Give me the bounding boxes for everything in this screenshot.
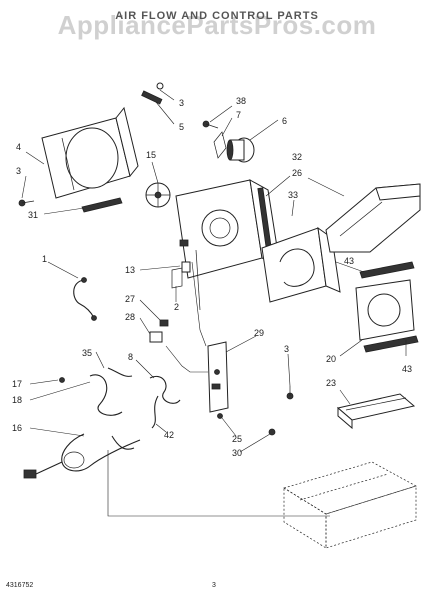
callout-13: 13 [125,265,135,275]
power-cord-16 [23,433,141,479]
wire-18 [89,374,123,416]
motor-6 [226,137,255,163]
left-side-panel [41,106,139,199]
screw-3-right [286,386,294,400]
screw-25 [217,413,223,419]
callout-23: 23 [326,378,336,388]
screw-38 [202,120,219,129]
callout-32: 32 [292,152,302,162]
callout-3-left: 3 [16,166,21,176]
callout-5: 5 [179,122,184,132]
callout-30: 30 [232,448,242,458]
callout-3-right: 3 [284,344,289,354]
base-unit [283,461,417,549]
strip-31 [81,197,123,213]
air-duct-26 [325,183,421,253]
callout-7: 7 [236,110,241,120]
callout-33: 33 [288,190,298,200]
page-title: AIR FLOW AND CONTROL PARTS [115,10,319,22]
callout-16: 16 [12,423,22,433]
callout-8: 8 [128,352,133,362]
wiring-8 [149,375,181,404]
callout-43-top: 43 [344,256,354,266]
fan-blade-15 [145,182,171,208]
bracket-7 [213,131,227,159]
callout-43-bottom: 43 [402,364,412,374]
callout-42: 42 [164,430,174,440]
scroll-housing-33 [261,226,341,303]
callout-15: 15 [146,150,156,160]
callout-6: 6 [282,116,287,126]
panel-20 [355,279,415,341]
wire-35 [107,367,133,377]
callout-18: 18 [12,395,22,405]
callout-38: 38 [236,96,246,106]
document-number: 4316752 [6,582,34,589]
page-number: 3 [212,582,216,589]
connector-17 [59,377,65,383]
cord-bundle [111,435,135,450]
wire-harness-1 [73,279,95,319]
watermark: AppliancePartsPros.com [57,10,377,40]
callout-4: 4 [16,142,21,152]
screw-3-left [18,199,35,207]
callout-35: 35 [82,348,92,358]
callout-29: 29 [254,328,264,338]
part-13-block [181,261,191,273]
callout-28: 28 [125,312,135,322]
callout-25: 25 [232,434,242,444]
callout-17: 17 [12,379,22,389]
spring-5 [141,82,164,105]
screw-30 [268,428,276,436]
callout-3-top: 3 [179,98,184,108]
part-27 [159,319,169,327]
callout-1: 1 [42,254,47,264]
callout-26: 26 [292,168,302,178]
switch-28 [149,331,163,343]
part-2-bracket [171,267,183,289]
callout-2: 2 [174,302,179,312]
tray-23 [336,393,416,430]
strip-43-top [359,261,415,279]
callout-20: 20 [326,354,336,364]
strip-43-bottom [363,335,419,353]
control-bracket-29 [207,341,229,413]
wire-42 [151,395,159,429]
callout-27: 27 [125,294,135,304]
callout-31: 31 [28,210,38,220]
